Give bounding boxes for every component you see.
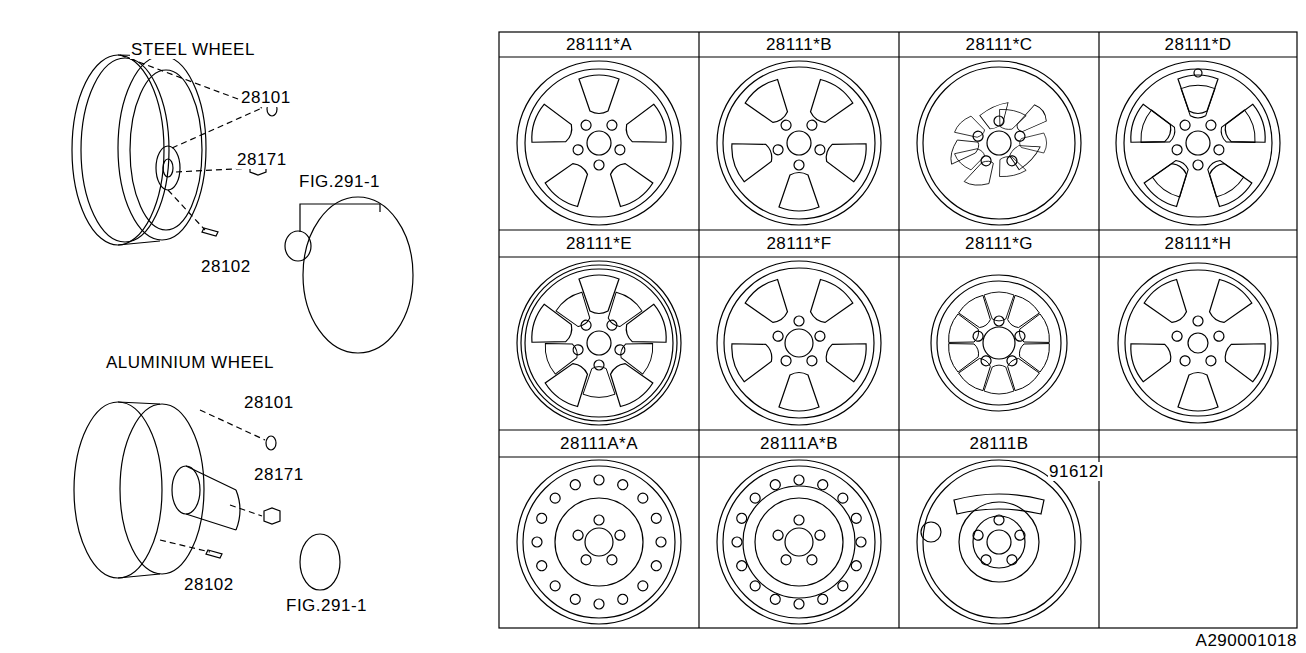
callout-number: 28102 bbox=[200, 257, 252, 276]
callout-number: 28102 bbox=[183, 575, 235, 594]
callout-number: FIG.291-1 bbox=[285, 596, 368, 615]
callout-number: 28101 bbox=[240, 88, 292, 107]
drawing-number: A290001018 bbox=[1195, 631, 1298, 650]
table-header: 28111A*A bbox=[559, 434, 639, 453]
table-header: 28111*E bbox=[565, 234, 633, 253]
callout-number: 91612I bbox=[1048, 462, 1105, 481]
table-header: 28111*G bbox=[964, 234, 1034, 253]
table-header: 28111*H bbox=[1163, 234, 1232, 253]
table-header: 28111*C bbox=[964, 35, 1033, 54]
table-header: 28111*D bbox=[1163, 35, 1232, 54]
callout-number: FIG.291-1 bbox=[298, 172, 381, 191]
callout-number: 28171 bbox=[253, 465, 305, 484]
callout-number: 28171 bbox=[236, 150, 288, 169]
table-header: 28111*F bbox=[765, 234, 832, 253]
callout-number: 28101 bbox=[243, 393, 295, 412]
callout-number: STEEL WHEEL bbox=[130, 40, 256, 59]
table-header: 28111*B bbox=[765, 35, 833, 54]
table-header: 28111B bbox=[968, 434, 1029, 453]
table-header: 28111A*B bbox=[759, 434, 839, 453]
table-header: 28111*A bbox=[565, 35, 633, 54]
callout-number: ALUMINIUM WHEEL bbox=[105, 353, 275, 372]
